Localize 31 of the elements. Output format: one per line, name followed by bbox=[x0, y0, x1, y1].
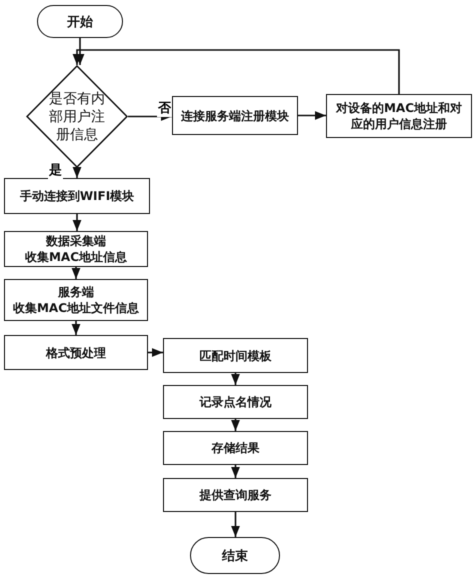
arrow bbox=[72, 214, 82, 231]
process-box: 存储结果 bbox=[163, 431, 308, 465]
process-box bbox=[4, 279, 148, 321]
arrow bbox=[298, 111, 326, 120]
node-text: 数据采集端 bbox=[46, 233, 106, 249]
arrow bbox=[76, 38, 84, 65]
node-text: 收集MAC地址信息 bbox=[24, 249, 128, 265]
process-box: 对设备的MAC地址和对应的用户信息注册 bbox=[326, 94, 472, 138]
arrow bbox=[72, 49, 400, 94]
edge-label: 是 bbox=[48, 161, 63, 179]
process-box bbox=[4, 231, 148, 267]
process-box: 连接服务端注册模块 bbox=[172, 96, 298, 135]
arrow bbox=[72, 267, 80, 279]
start-terminal: 开始 bbox=[37, 5, 123, 38]
arrow bbox=[231, 373, 240, 385]
process-box: 匹配时间模板 bbox=[163, 338, 308, 373]
edge-label: 否 bbox=[157, 98, 172, 116]
process-box: 提供查询服务 bbox=[163, 478, 308, 512]
arrow bbox=[72, 321, 80, 335]
end-terminal: 结束 bbox=[190, 537, 280, 574]
arrow bbox=[148, 348, 163, 357]
process-box: 手动连接到WIFI模块 bbox=[4, 178, 150, 214]
arrow bbox=[72, 166, 82, 178]
arrow bbox=[231, 465, 240, 478]
process-box: 记录点名情况 bbox=[163, 385, 308, 419]
node-text: 服务端 bbox=[58, 284, 94, 300]
arrow bbox=[231, 419, 240, 431]
process-box: 格式预处理 bbox=[4, 335, 148, 370]
node-text: 是否有内部用户注册信息 bbox=[48, 90, 106, 144]
node-text: 收集MAC地址文件信息 bbox=[12, 300, 140, 316]
arrow bbox=[231, 512, 240, 537]
